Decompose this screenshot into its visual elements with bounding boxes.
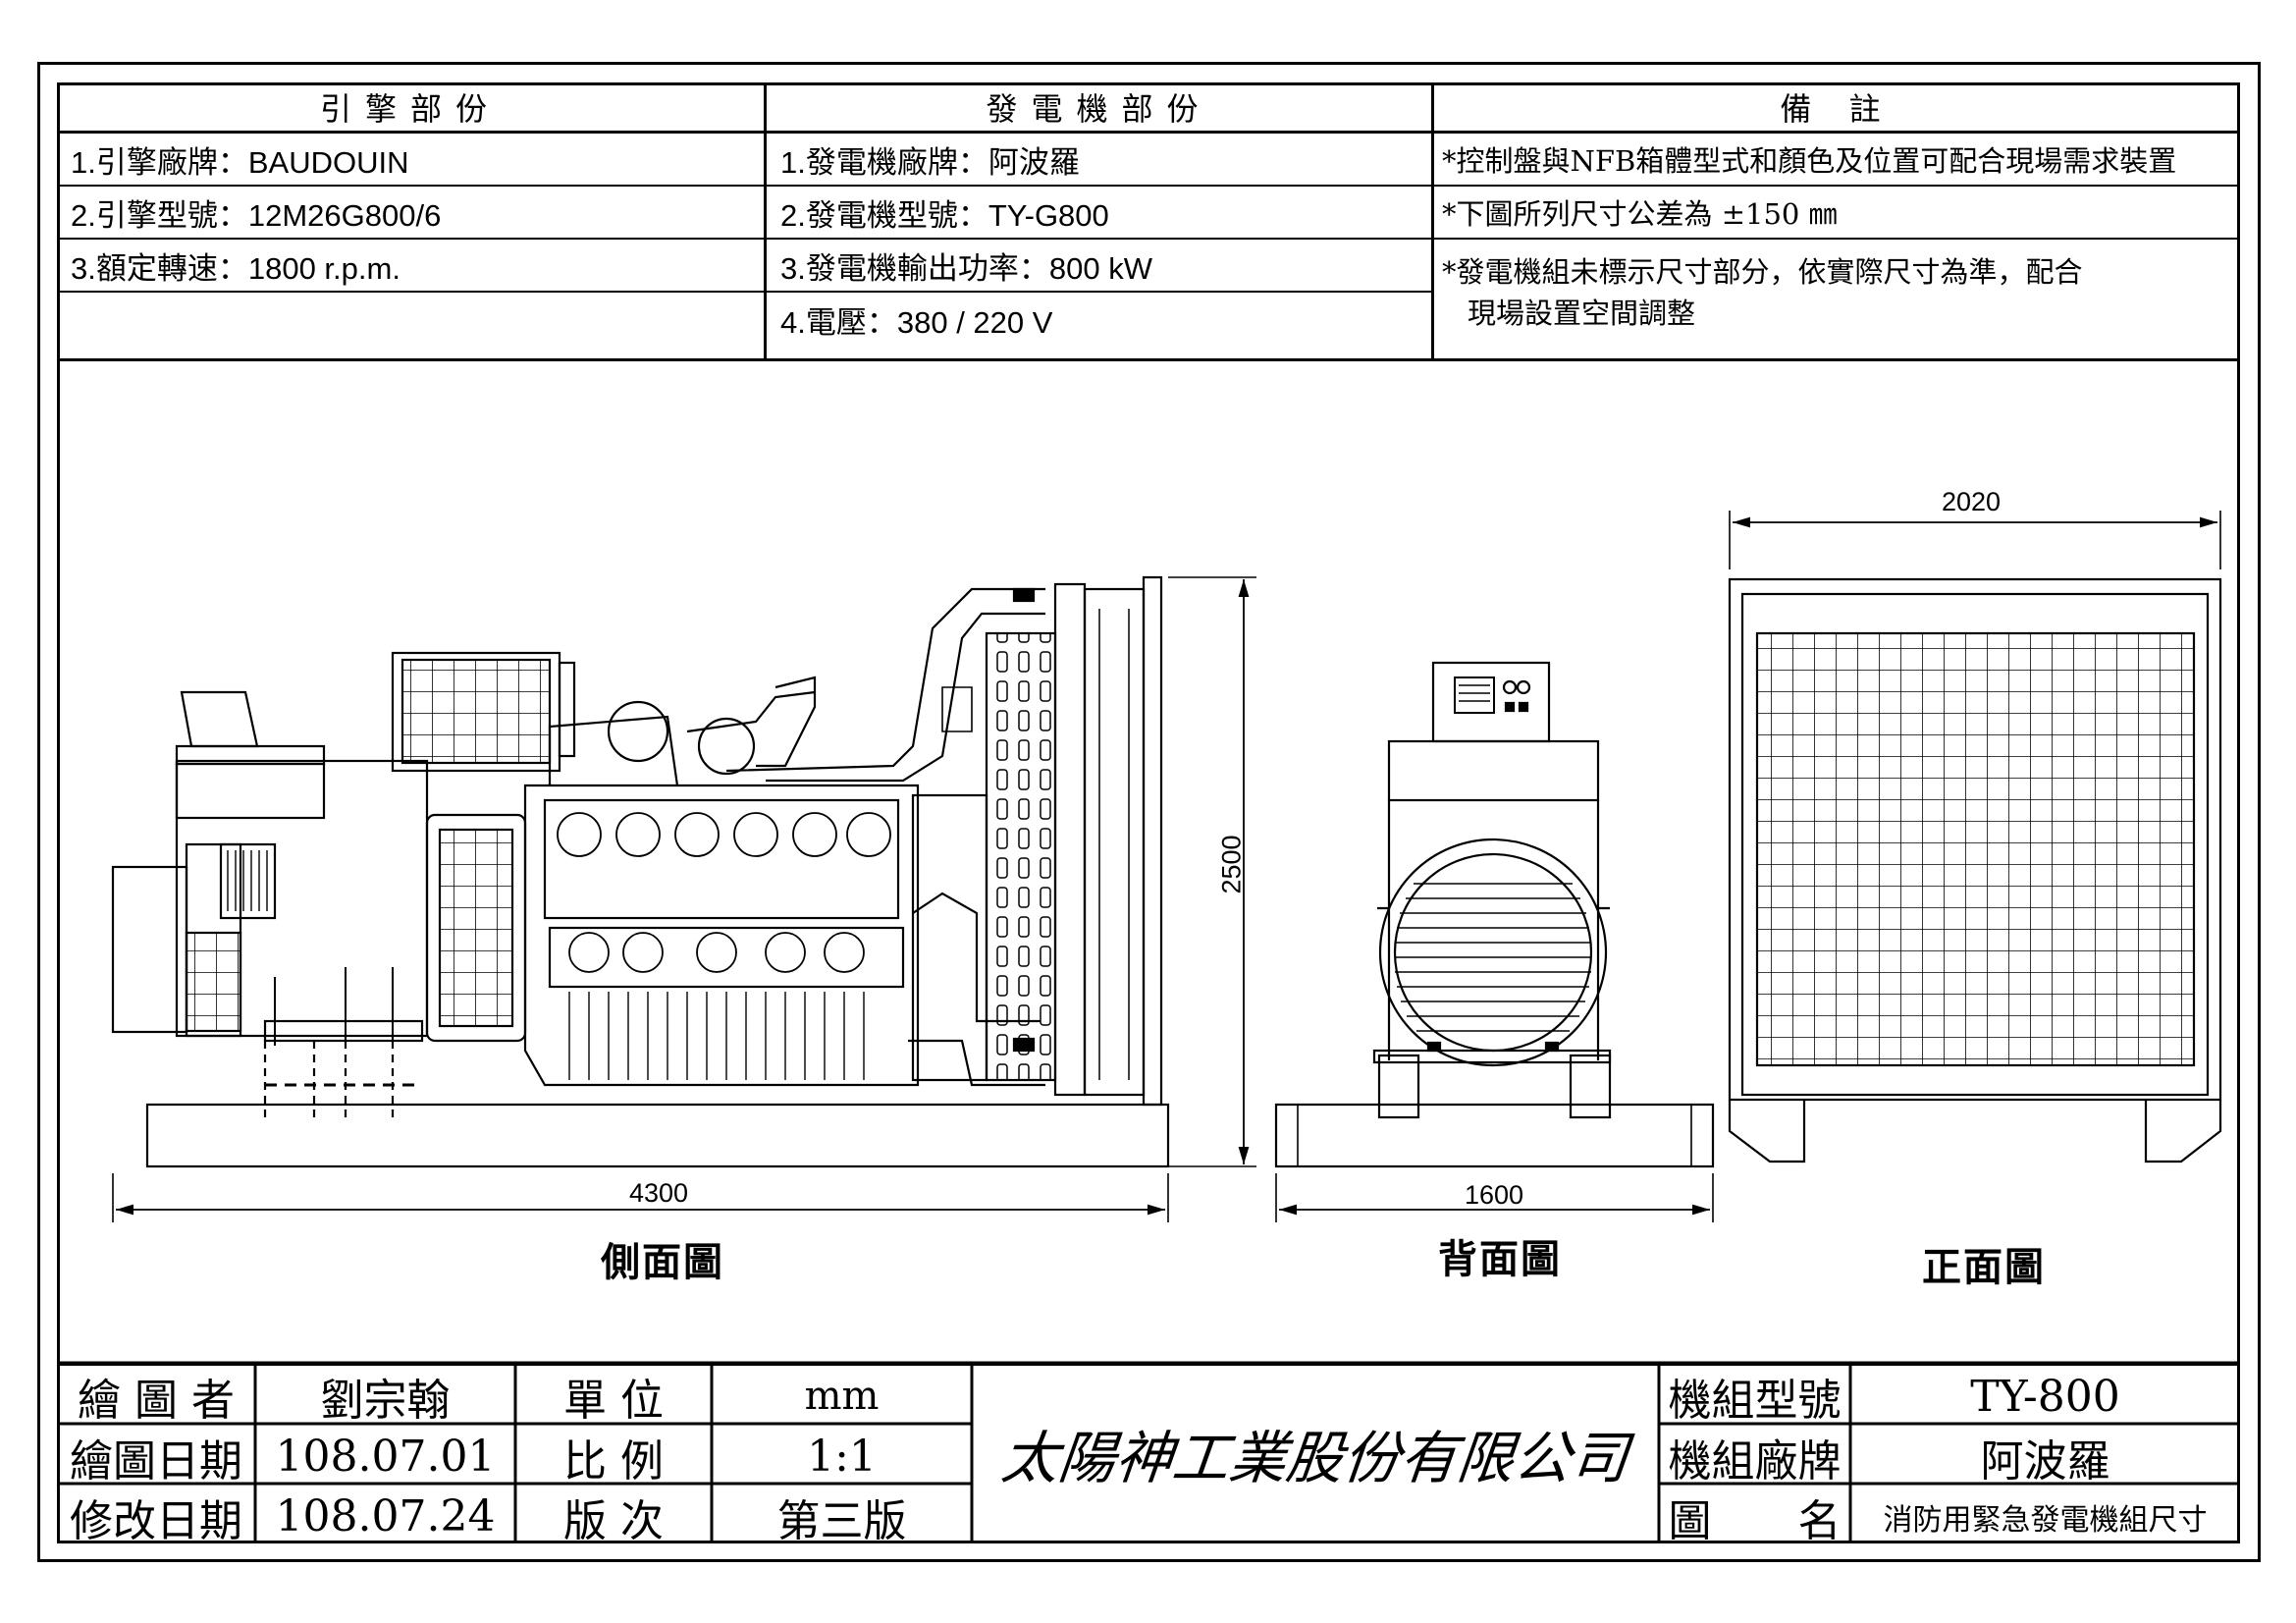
note-3: *發電機組未標示尺寸部分，依實際尺寸為準，配合 現場設置空間調整	[1434, 240, 2240, 346]
drawn-by-value: 劉宗翰	[320, 1376, 451, 1426]
model-label: 機組型號	[1668, 1376, 1842, 1426]
drawn-by-label: 繪 圖 者	[78, 1376, 235, 1426]
drawing-name-label: 圖 名	[1668, 1495, 1842, 1546]
title-block: 繪 圖 者 劉宗翰 單 位 mm 繪圖日期 108.07.01 比 例 1:1 …	[57, 1363, 2240, 1546]
version-label: 版 次	[563, 1495, 664, 1546]
note-1: *控制盤與NFB箱體型式和顏色及位置可配合現場需求裝置	[1434, 134, 2240, 187]
model-value: TY-800	[1970, 1371, 2120, 1422]
back-view-title: 背面圖	[1438, 1236, 1562, 1282]
generator-model: 2.發電機型號：TY-G800	[767, 187, 1431, 240]
generator-spec-heading: 發電機部份	[767, 82, 1431, 134]
engine-spec-heading: 引擎部份	[57, 82, 764, 134]
generator-spec-table: 發電機部份 1.發電機廠牌：阿波羅 2.發電機型號：TY-G800 3.發電機輸…	[767, 82, 1434, 361]
notes-heading: 備 註	[1434, 82, 2240, 134]
engine-brand: 1.引擎廠牌：BAUDOUIN	[57, 134, 764, 187]
drawing-name-value: 消防用緊急發電機組尺寸	[1883, 1502, 2208, 1538]
note-2: *下圖所列尺寸公差為 ±150 ㎜	[1434, 187, 2240, 240]
engine-model: 2.引擎型號：12M26G800/6	[57, 187, 764, 240]
dim-back-width: 1600	[1465, 1180, 1524, 1210]
engine-speed: 3.額定轉速：1800 r.p.m.	[57, 240, 764, 293]
outer-frame	[37, 62, 2261, 1562]
notes-table: 備 註 *控制盤與NFB箱體型式和顏色及位置可配合現場需求裝置 *下圖所列尺寸公…	[1434, 82, 2240, 361]
draw-date-label: 繪圖日期	[70, 1435, 242, 1487]
draw-date-value: 108.07.01	[275, 1432, 496, 1482]
engine-empty-row	[57, 293, 764, 346]
company-name: 太陽神工業股份有限公司	[997, 1425, 1632, 1491]
brand-value: 阿波羅	[1980, 1435, 2110, 1487]
dim-side-length: 4300	[629, 1178, 689, 1208]
inner-frame	[57, 82, 2240, 1543]
front-view-title: 正面圖	[1922, 1244, 2046, 1290]
side-view-title: 側面圖	[601, 1239, 724, 1285]
engine-spec-table: 引擎部份 1.引擎廠牌：BAUDOUIN 2.引擎型號：12M26G800/6 …	[57, 82, 767, 361]
note-3-line-1: *發電機組未標示尺寸部分，依實際尺寸為準，配合	[1442, 255, 2083, 289]
scale-value: 1:1	[807, 1432, 877, 1482]
revise-date-label: 修改日期	[70, 1495, 242, 1546]
generator-output: 3.發電機輸出功率：800 kW	[767, 240, 1431, 293]
brand-label: 機組廠牌	[1668, 1435, 1842, 1487]
dim-height: 2500	[1216, 835, 1247, 894]
unit-value: mm	[804, 1374, 880, 1419]
generator-brand: 1.發電機廠牌：阿波羅	[767, 134, 1431, 187]
dim-front-width: 2020	[1942, 487, 2002, 516]
generator-voltage: 4.電壓：380 / 220 V	[780, 304, 1053, 340]
version-value: 第三版	[776, 1495, 907, 1546]
revise-date-value: 108.07.24	[275, 1491, 496, 1542]
unit-label: 單 位	[563, 1376, 664, 1426]
scale-label: 比 例	[563, 1435, 664, 1487]
note-3-line-2: 現場設置空間調整	[1468, 297, 1696, 330]
